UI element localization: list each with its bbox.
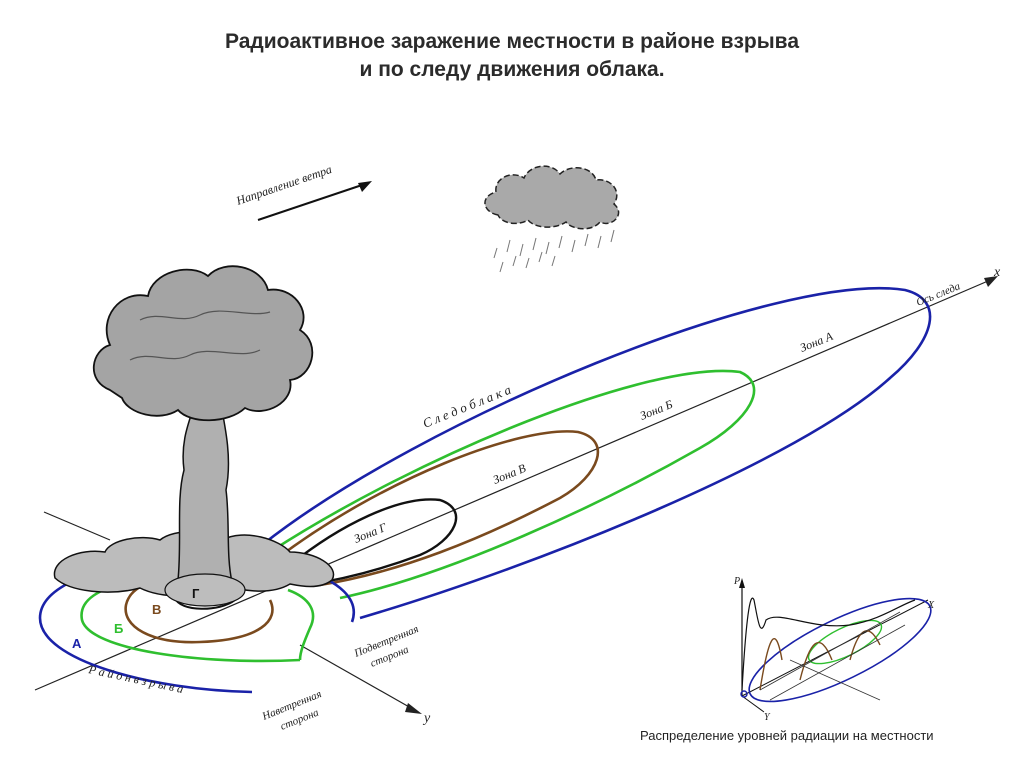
zone-v-label: Зона В [491, 461, 529, 487]
ring-b-outline [80, 580, 315, 663]
zone-g-label: Зона Г [352, 520, 390, 546]
y-axis-arrow [405, 703, 422, 714]
ring-a-letter: А [72, 636, 82, 651]
zone-b-label: Зона Б [638, 397, 675, 423]
ring-b-letter: Б [114, 621, 123, 636]
inset-axis-x-label: X [927, 600, 935, 611]
x-axis-arrow [984, 276, 998, 287]
mushroom-cloud-icon [53, 265, 335, 607]
wind-arrow [257, 181, 372, 221]
radiation-distribution-inset: P X Y [733, 576, 935, 723]
ring-v-letter: В [152, 602, 161, 617]
zone-a-outline [261, 286, 932, 620]
ground-axes [34, 277, 996, 713]
zone-v-outline [274, 430, 600, 587]
axis-x-label: x [993, 265, 1001, 280]
page-title: Радиоактивное заражение местности в райо… [0, 28, 1024, 84]
inset-axis-y-label: Y [764, 712, 771, 723]
title-line-1: Радиоактивное заражение местности в райо… [225, 30, 799, 53]
ring-g-letter: Г [192, 586, 200, 601]
ring-v-outline [124, 584, 274, 644]
wind-direction-label: Направление ветра [233, 162, 333, 208]
explosion-area-label: Р а й о н в з р ы в а [86, 662, 184, 696]
zone-b-outline [269, 369, 756, 600]
zone-a-label: Зона А [798, 329, 836, 355]
inset-axis-p-label: P [733, 576, 740, 587]
zone-g-outline [289, 498, 458, 587]
rain-cloud-icon [484, 165, 620, 273]
title-line-2: и по следу движения облака. [359, 58, 665, 81]
axis-y-label: y [422, 711, 431, 726]
inset-caption: Распределение уровней радиации на местно… [640, 728, 934, 743]
